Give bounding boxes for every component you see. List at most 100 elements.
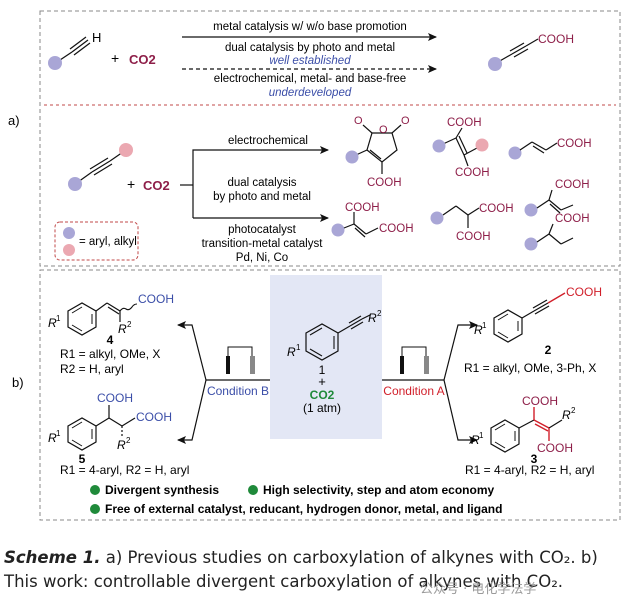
cooh-label: COOH <box>97 391 133 405</box>
compound-3-label: 3 <box>531 452 538 466</box>
svg-text:2: 2 <box>377 309 382 318</box>
product-4-structure: COOH R 2 R 1 <box>48 292 174 336</box>
propiolic-acid-product: COOH <box>488 32 574 71</box>
compound-4-scope-r2: R2 = H, aryl <box>60 362 124 376</box>
acrylic-acid-product: COOH <box>508 138 592 160</box>
svg-text:R: R <box>562 408 571 422</box>
r2-label: R <box>368 311 377 325</box>
watermark: 公众号 · 电化学法学 <box>420 582 537 597</box>
bullet-dot <box>248 485 258 495</box>
compound-2-scope: R1 = alkyl, OMe, 3-Ph, X <box>464 361 596 375</box>
cooh-label: COOH <box>555 213 590 225</box>
cooh-label: COOH <box>447 117 482 129</box>
panel-b-frame <box>39 269 621 521</box>
compound-5-scope: R1 = 4-aryl, R2 = H, aryl <box>60 463 189 477</box>
internal-alkyne <box>68 143 133 191</box>
plus-sign: + <box>111 50 119 66</box>
panel-a-label: a) <box>8 113 20 128</box>
electrodes-a-icon <box>400 346 429 374</box>
cooh-label: COOH <box>479 203 514 215</box>
aryl-dot <box>68 177 82 191</box>
cis-alkene-diacid-product: COOH COOH <box>331 202 414 238</box>
cooh-label: COOH <box>367 177 402 189</box>
compound-2-label: 2 <box>545 343 552 357</box>
h-atom-label: H <box>92 30 101 45</box>
condition-a-label: Condition A <box>383 384 444 398</box>
svg-text:R: R <box>471 433 480 447</box>
cooh-label: COOH <box>537 441 573 455</box>
cooh-label: COOH <box>522 394 558 408</box>
panel-b-label: b) <box>12 375 24 390</box>
legend-purple-dot <box>63 227 75 239</box>
saturated-acid-product: COOH <box>524 213 590 251</box>
product-5-structure: COOH COOH R 2 R 1 <box>48 391 172 452</box>
branch-upper <box>192 149 210 185</box>
condition-a-upper-arrow <box>443 321 478 381</box>
status-underdeveloped: underdeveloped <box>269 87 352 99</box>
product-2-structure: COOH R 1 <box>474 285 602 343</box>
compound-5-label: 5 <box>79 452 86 466</box>
svg-text:R: R <box>48 431 57 445</box>
pressure-label: (1 atm) <box>303 401 341 415</box>
svg-text:2: 2 <box>126 436 131 445</box>
condition-b-label: Condition B <box>207 384 269 398</box>
electrodes-b-icon <box>226 346 255 374</box>
co2-label: CO2 <box>310 388 335 402</box>
caption-scheme-label: Scheme 1. <box>4 548 101 567</box>
status-well-established: well established <box>269 55 351 67</box>
substrate-panel <box>270 275 382 439</box>
svg-text:R: R <box>48 316 57 330</box>
aryl-dot <box>48 56 62 70</box>
svg-text:2: 2 <box>571 406 576 415</box>
cooh-label: COOH <box>379 223 414 235</box>
co2-label: CO2 <box>129 52 156 67</box>
co2-label: CO2 <box>143 178 170 193</box>
r1-label: R <box>287 345 296 359</box>
compound-4-scope-r1: R1 = alkyl, OMe, X <box>60 347 160 361</box>
legend-pink-dot <box>63 244 75 256</box>
cooh-label: COOH <box>538 32 574 46</box>
cooh-label: COOH <box>138 292 174 306</box>
substrate-aryl-alkyne: R 2 R 1 <box>287 309 382 361</box>
condition-a-lower-arrow <box>443 379 478 444</box>
feature-selectivity: High selectivity, step and atom economy <box>263 483 494 497</box>
cooh-label: COOH <box>345 202 380 214</box>
svg-text:1: 1 <box>482 321 487 330</box>
svg-text:1: 1 <box>479 431 484 440</box>
svg-text:R: R <box>474 323 483 337</box>
svg-text:O: O <box>401 115 410 127</box>
compound-3-scope: R1 = 4-aryl, R2 = H, aryl <box>465 463 594 477</box>
cooh-label: COOH <box>456 231 491 243</box>
terminal-alkyne: H <box>48 30 101 70</box>
branch-photocatalyst: photocatalyst <box>228 224 297 236</box>
aryl-alkyl-dot <box>119 143 133 157</box>
condition-b-upper-arrow <box>177 321 207 381</box>
succinic-diacid-product: COOH COOH <box>430 203 514 243</box>
feature-divergent: Divergent synthesis <box>105 483 219 497</box>
maleic-anhydride-product: O O O COOH <box>345 115 410 189</box>
scheme-diagram: a) b) H + CO2 metal catalysis w/ w/o bas… <box>8 10 621 521</box>
compound-4-label: 4 <box>107 333 114 347</box>
branch-dual-catalysis: dual catalysis <box>227 177 296 189</box>
branch-by-photo-metal: by photo and metal <box>213 191 311 203</box>
svg-text:1: 1 <box>296 343 301 352</box>
legend-text: = aryl, alkyl <box>79 236 137 248</box>
compound-1-label: 1 <box>319 363 326 377</box>
svg-text:R: R <box>118 322 127 336</box>
plus-sign: + <box>318 374 326 389</box>
cooh-label: COOH <box>566 285 602 299</box>
branch-metals: Pd, Ni, Co <box>236 252 288 264</box>
svg-text:1: 1 <box>56 314 61 323</box>
feature-free-of: Free of external catalyst, reducant, hyd… <box>105 502 502 516</box>
svg-text:O: O <box>354 115 363 127</box>
cooh-label: COOH <box>557 138 592 150</box>
plus-sign: + <box>127 176 135 192</box>
alkene-acid-mixture-product: COOH <box>524 179 590 217</box>
cooh-label: COOH <box>455 167 490 179</box>
product-3-structure: COOH R 2 COOH R 1 <box>471 394 576 455</box>
cooh-label: COOH <box>555 179 590 191</box>
legend-box <box>54 221 139 261</box>
condition-b-lower-arrow <box>177 379 207 444</box>
svg-text:1: 1 <box>56 429 61 438</box>
